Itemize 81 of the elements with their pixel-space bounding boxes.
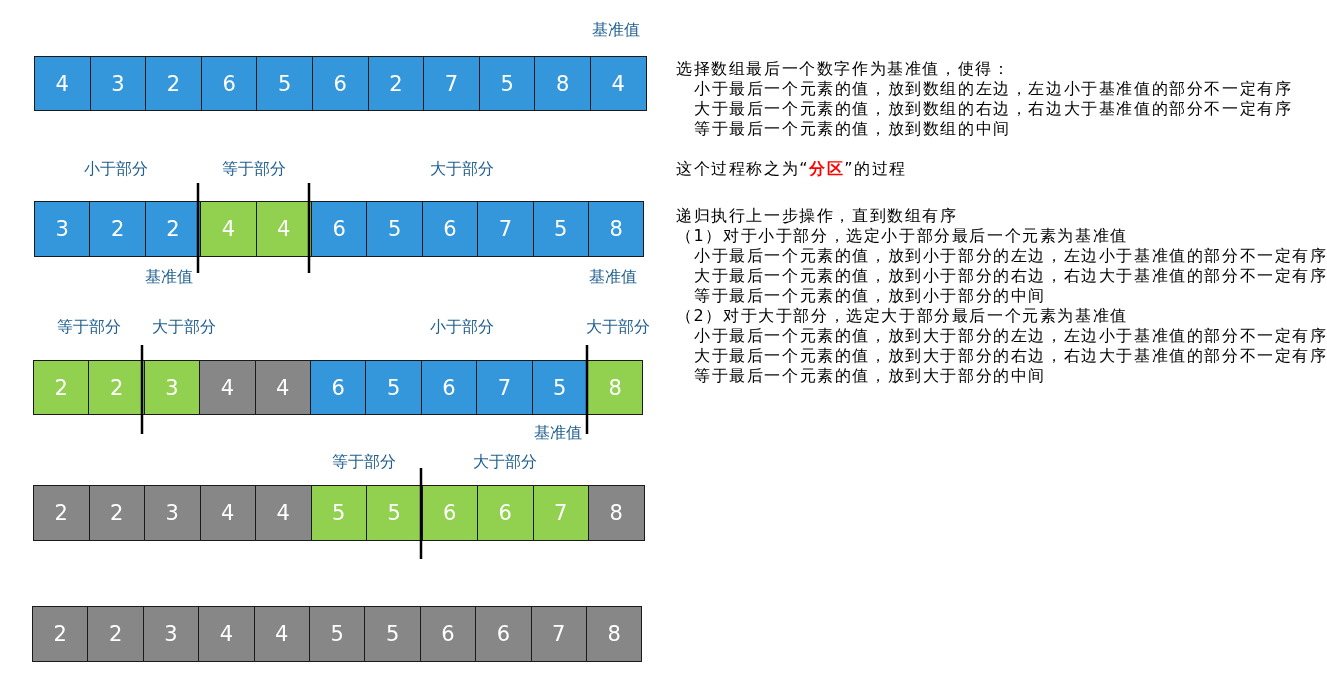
array-cell: 2 xyxy=(87,606,144,662)
section-label: 基准值 xyxy=(592,22,640,38)
array-cell: 4 xyxy=(34,56,91,111)
section-label: 小于部分 xyxy=(430,319,494,335)
array-cell: 4 xyxy=(254,360,311,415)
note-text: （2）对于大于部分，选定大于部分最后一个元素为基准值 xyxy=(676,308,1128,324)
section-label: 基准值 xyxy=(589,269,637,285)
array-cell: 4 xyxy=(255,201,312,257)
array-cell: 8 xyxy=(588,201,645,257)
array-cell: 7 xyxy=(530,606,587,662)
array-cell: 5 xyxy=(365,360,422,415)
section-label: 基准值 xyxy=(534,425,582,441)
note-text: 选择数组最后一个数字作为基准值，使得： xyxy=(676,61,1011,77)
array-cell: 2 xyxy=(32,606,89,662)
section-label: 基准值 xyxy=(145,269,193,285)
note-text: 等于最后一个元素的值，放到大于部分的中间 xyxy=(694,368,1046,384)
array-cell: 6 xyxy=(475,606,532,662)
array-cell: 5 xyxy=(310,485,367,541)
array-cell: 2 xyxy=(89,201,146,257)
array-cell: 2 xyxy=(88,360,145,415)
array-cell: 5 xyxy=(478,56,536,111)
note-text: 大于最后一个元素的值，放到数组的右边，右边大于基准值的部分不一定有序 xyxy=(694,101,1293,117)
array-cell: 5 xyxy=(256,56,313,111)
array-cell: 4 xyxy=(255,485,312,541)
array-cell: 2 xyxy=(145,56,202,111)
array-cell: 6 xyxy=(311,201,368,257)
array-cell: 4 xyxy=(199,360,256,415)
array-cell: 2 xyxy=(33,485,90,541)
section-label: 大于部分 xyxy=(473,454,537,470)
array-cell: 2 xyxy=(88,485,145,541)
array-cell: 3 xyxy=(143,360,201,415)
array-cell: 5 xyxy=(364,606,421,662)
array-cell: 4 xyxy=(198,606,255,662)
array-cell: 6 xyxy=(310,360,367,415)
note-text: 大于最后一个元素的值，放到大于部分的右边，右边大于基准值的部分不一定有序 xyxy=(694,348,1327,364)
section-label: 大于部分 xyxy=(152,319,216,335)
note-text: 小于最后一个元素的值，放到大于部分的左边，左边小于基准值的部分不一定有序 xyxy=(694,328,1327,344)
array-cell: 8 xyxy=(534,56,591,111)
array-cell: 7 xyxy=(476,360,533,415)
note-text: 小于最后一个元素的值，放到数组的左边，左边小于基准值的部分不一定有序 xyxy=(694,81,1293,97)
note-text: 等于最后一个元素的值，放到小于部分的中间 xyxy=(694,288,1046,304)
array-cell: 4 xyxy=(200,201,257,257)
note-text: 大于最后一个元素的值，放到小于部分的右边，右边大于基准值的部分不一定有序 xyxy=(694,268,1327,284)
array-cell: 6 xyxy=(200,56,258,111)
array-cell: 8 xyxy=(588,485,645,541)
array-cell: 4 xyxy=(590,56,647,111)
array-cell: 3 xyxy=(142,606,200,662)
array-cell: 4 xyxy=(253,606,310,662)
array-cell: 2 xyxy=(33,360,90,415)
section-label: 大于部分 xyxy=(430,161,494,177)
note-text: 递归执行上一步操作，直到数组有序 xyxy=(676,208,958,224)
array-cell: 7 xyxy=(532,485,589,541)
array-cell: 8 xyxy=(586,606,643,662)
array-cell: 5 xyxy=(366,485,423,541)
note-text: 这个过程称之为“分区”的过程 xyxy=(676,161,907,177)
array-cell: 3 xyxy=(34,201,91,257)
array-cell: 5 xyxy=(531,360,588,415)
section-label: 大于部分 xyxy=(586,319,650,335)
array-cell: 3 xyxy=(89,56,147,111)
array-cell: 4 xyxy=(199,485,256,541)
array-cell: 6 xyxy=(419,606,477,662)
array-cell: 5 xyxy=(309,606,366,662)
array-cell: 7 xyxy=(423,56,480,111)
array-cell: 6 xyxy=(477,485,534,541)
section-label: 等于部分 xyxy=(57,319,121,335)
array-cell: 5 xyxy=(366,201,423,257)
array-cell: 6 xyxy=(312,56,369,111)
array-cell: 2 xyxy=(367,56,425,111)
array-cell: 5 xyxy=(532,201,589,257)
section-label: 等于部分 xyxy=(222,161,286,177)
array-cell: 7 xyxy=(477,201,534,257)
array-cell: 6 xyxy=(421,485,478,541)
array-cell: 8 xyxy=(587,360,644,415)
section-label: 小于部分 xyxy=(84,161,148,177)
array-cell: 6 xyxy=(420,360,478,415)
note-text: 等于最后一个元素的值，放到数组的中间 xyxy=(694,121,1011,137)
note-text: 小于最后一个元素的值，放到小于部分的左边，左边小于基准值的部分不一定有序 xyxy=(694,248,1327,264)
array-cell: 3 xyxy=(144,485,201,541)
note-text: （1）对于小于部分，选定小于部分最后一个元素为基准值 xyxy=(676,228,1128,244)
array-cell: 6 xyxy=(421,201,479,257)
section-label: 等于部分 xyxy=(332,454,396,470)
